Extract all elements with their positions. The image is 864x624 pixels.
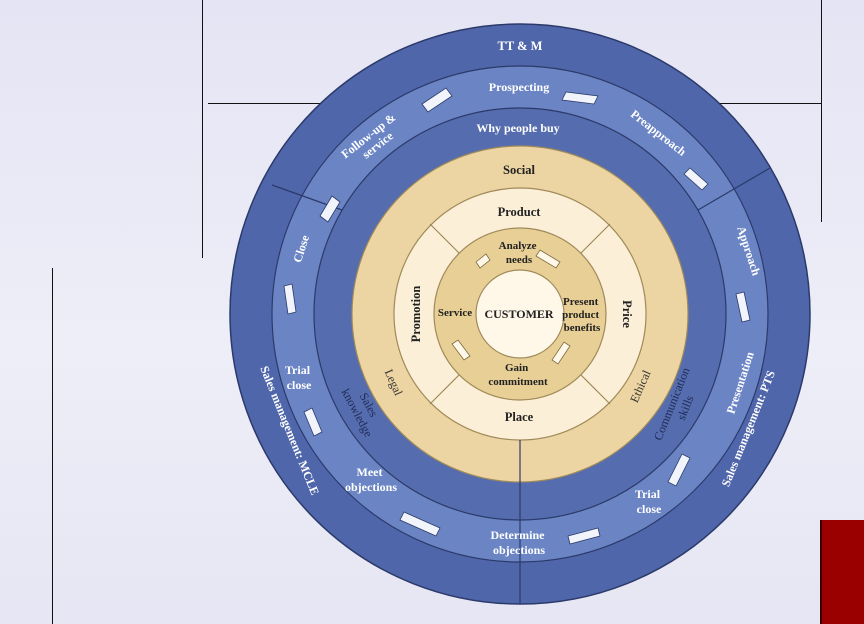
frame-line-left-bottom	[52, 268, 53, 624]
flow-arrow	[283, 283, 297, 315]
label-meet-objections: Meet objections	[345, 465, 397, 494]
label-promotion: Promotion	[409, 286, 423, 343]
accent-block	[820, 520, 864, 624]
flow-arrow-inner	[551, 341, 571, 365]
label-present-benefits: Present product benefits	[562, 296, 602, 334]
label-product: Product	[498, 205, 542, 219]
label-customer: CUSTOMER	[484, 307, 553, 321]
customer-center	[475, 269, 565, 359]
label-why-people-buy: Why people buy	[476, 121, 559, 135]
flow-arrow-inner	[451, 339, 471, 361]
flow-arrow	[667, 453, 691, 487]
label-price: Price	[620, 300, 634, 328]
label-gain-commitment: Gain commitment	[488, 362, 548, 388]
flow-arrow	[399, 511, 441, 537]
flow-arrow	[421, 87, 453, 113]
label-analyze-needs: Analyze needs	[499, 240, 540, 266]
frame-line-left-top	[202, 0, 203, 258]
frame-line-h-right	[716, 103, 822, 104]
flow-arrows	[283, 87, 751, 545]
label-trial-close-left: Trial close	[285, 363, 313, 392]
label-trial-close-right: Trial close	[635, 487, 663, 516]
label-determine-objections: Determine objections	[491, 528, 548, 557]
label-place: Place	[505, 410, 534, 424]
label-service: Service	[438, 307, 472, 319]
label-prospecting: Prospecting	[489, 80, 549, 94]
flow-arrow	[735, 291, 751, 323]
flow-arrow	[683, 167, 709, 191]
label-social: Social	[503, 163, 535, 177]
flow-arrow	[567, 527, 601, 545]
frame-line-h-left	[208, 103, 320, 104]
flow-arrow-inner	[475, 253, 491, 269]
flow-arrow	[319, 195, 341, 223]
label-ttm: TT & M	[498, 39, 543, 53]
frame-line-right	[821, 0, 822, 222]
flow-arrow	[561, 91, 599, 105]
flow-arrow-inner	[535, 249, 561, 269]
flow-arrow	[303, 407, 323, 437]
